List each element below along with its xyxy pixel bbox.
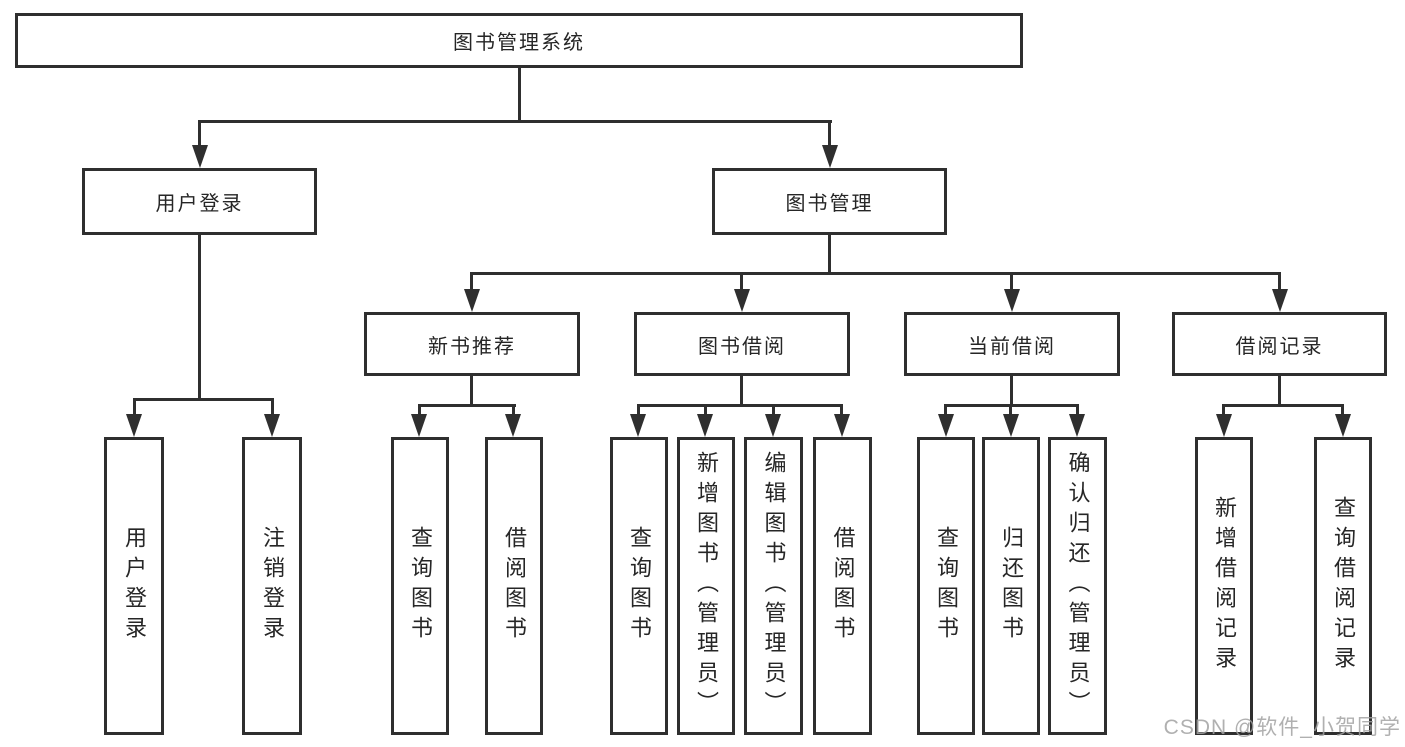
connector-new-book-bar xyxy=(418,404,516,407)
node-book-borrowing: 图书借阅 xyxy=(634,312,850,376)
leaf-add-borrow-record: 新增借阅记录 xyxy=(1195,437,1253,735)
connector-user-login-stem xyxy=(198,235,201,401)
connector-book-borrow-stem xyxy=(740,376,743,407)
connector-drop-leaf xyxy=(944,404,947,416)
arrow-down-icon xyxy=(505,414,521,437)
node-current-borrowing: 当前借阅 xyxy=(904,312,1120,376)
node-label: 图书借阅 xyxy=(698,335,786,358)
node-label: 用户登录 xyxy=(155,193,244,215)
node-label: 新增借阅记录 xyxy=(1212,496,1237,676)
arrow-down-icon xyxy=(464,289,480,312)
arrow-down-icon xyxy=(765,414,781,437)
node-label: 归还图书 xyxy=(999,526,1024,646)
connector-current-borrow-stem xyxy=(1010,376,1013,407)
leaf-query-books-recommend: 查询图书 xyxy=(391,437,449,735)
arrow-down-icon xyxy=(411,414,427,437)
leaf-query-borrow-record: 查询借阅记录 xyxy=(1314,437,1372,735)
connector-drop-new-book xyxy=(470,272,473,291)
node-label: 用户登录 xyxy=(122,526,147,646)
connector-book-borrow-bar xyxy=(637,404,843,407)
connector-drop-leaf xyxy=(1076,404,1079,416)
node-label: 借阅记录 xyxy=(1235,335,1324,358)
node-label: 编辑图书（管理员） xyxy=(761,451,787,721)
node-label: 查询图书 xyxy=(408,526,433,646)
leaf-add-book-admin: 新增图书（管理员） xyxy=(677,437,735,735)
arrow-down-icon xyxy=(1004,289,1020,312)
connector-drop-leaf xyxy=(1009,404,1012,416)
arrow-down-icon xyxy=(1335,414,1351,437)
arrow-down-icon xyxy=(834,414,850,437)
node-label: 借阅图书 xyxy=(830,526,856,646)
leaf-edit-book-admin: 编辑图书（管理员） xyxy=(744,437,803,735)
arrow-down-icon xyxy=(697,414,713,437)
node-label: 当前借阅 xyxy=(968,335,1056,358)
connector-book-management-bar xyxy=(470,272,1280,275)
node-label: 新书推荐 xyxy=(428,335,516,358)
node-borrowing-records: 借阅记录 xyxy=(1172,312,1387,376)
arrow-down-icon xyxy=(1003,414,1019,437)
leaf-query-books-borrowing: 查询图书 xyxy=(610,437,668,735)
node-book-management: 图书管理 xyxy=(712,168,947,235)
connector-drop-book-borrow xyxy=(740,272,743,291)
connector-new-book-stem xyxy=(470,376,473,407)
node-label: 图书管理系统 xyxy=(453,32,585,54)
connector-drop-leaf xyxy=(840,404,843,416)
arrow-down-icon xyxy=(1216,414,1232,437)
node-label: 图书管理 xyxy=(785,193,874,215)
connector-drop-leaf xyxy=(1222,404,1225,416)
node-library-management-system: 图书管理系统 xyxy=(15,13,1023,68)
node-new-book-recommend: 新书推荐 xyxy=(364,312,580,376)
arrow-down-icon xyxy=(1272,289,1288,312)
connector-drop-leaf xyxy=(418,404,421,416)
connector-drop-borrow-records xyxy=(1278,272,1281,291)
watermark: CSDN @软件_小贺同学 xyxy=(1163,716,1401,739)
connector-drop-leaf xyxy=(271,398,274,415)
leaf-user-login: 用户登录 xyxy=(104,437,164,735)
node-label: 借阅图书 xyxy=(502,526,527,646)
arrow-down-icon xyxy=(126,414,142,437)
connector-drop-leaf xyxy=(512,404,515,416)
connector-user-login-bar xyxy=(133,398,274,401)
node-label: 新增图书（管理员） xyxy=(694,451,719,721)
connector-drop-book-management xyxy=(828,120,831,147)
arrow-down-icon xyxy=(192,145,208,168)
connector-borrow-records-bar xyxy=(1222,404,1344,407)
connector-drop-leaf xyxy=(772,404,775,416)
connector-drop-current-borrow xyxy=(1010,272,1013,291)
node-label: 查询借阅记录 xyxy=(1331,496,1356,676)
node-label: 查询图书 xyxy=(627,526,652,646)
arrow-down-icon xyxy=(822,145,838,168)
node-label: 查询图书 xyxy=(934,526,959,646)
connector-root-bar xyxy=(198,120,832,123)
connector-drop-leaf xyxy=(637,404,640,416)
leaf-return-book: 归还图书 xyxy=(982,437,1040,735)
arrow-down-icon xyxy=(938,414,954,437)
arrow-down-icon xyxy=(1069,414,1085,437)
connector-drop-leaf xyxy=(133,398,136,415)
leaf-borrow-books-borrowing: 借阅图书 xyxy=(813,437,872,735)
leaf-logout: 注销登录 xyxy=(242,437,302,735)
arrow-down-icon xyxy=(264,414,280,437)
connector-drop-user-login xyxy=(198,120,201,147)
connector-root-stem xyxy=(518,68,521,122)
leaf-borrow-books-recommend: 借阅图书 xyxy=(485,437,543,735)
connector-drop-leaf xyxy=(704,404,707,416)
leaf-confirm-return-admin: 确认归还（管理员） xyxy=(1048,437,1107,735)
node-user-login: 用户登录 xyxy=(82,168,317,235)
arrow-down-icon xyxy=(734,289,750,312)
leaf-query-books-current: 查询图书 xyxy=(917,437,975,735)
connector-borrow-records-stem xyxy=(1278,376,1281,407)
node-label: 注销登录 xyxy=(260,526,285,646)
node-label: 确认归还（管理员） xyxy=(1065,451,1091,721)
arrow-down-icon xyxy=(630,414,646,437)
connector-book-management-stem xyxy=(828,235,831,274)
connector-drop-leaf xyxy=(1341,404,1344,416)
